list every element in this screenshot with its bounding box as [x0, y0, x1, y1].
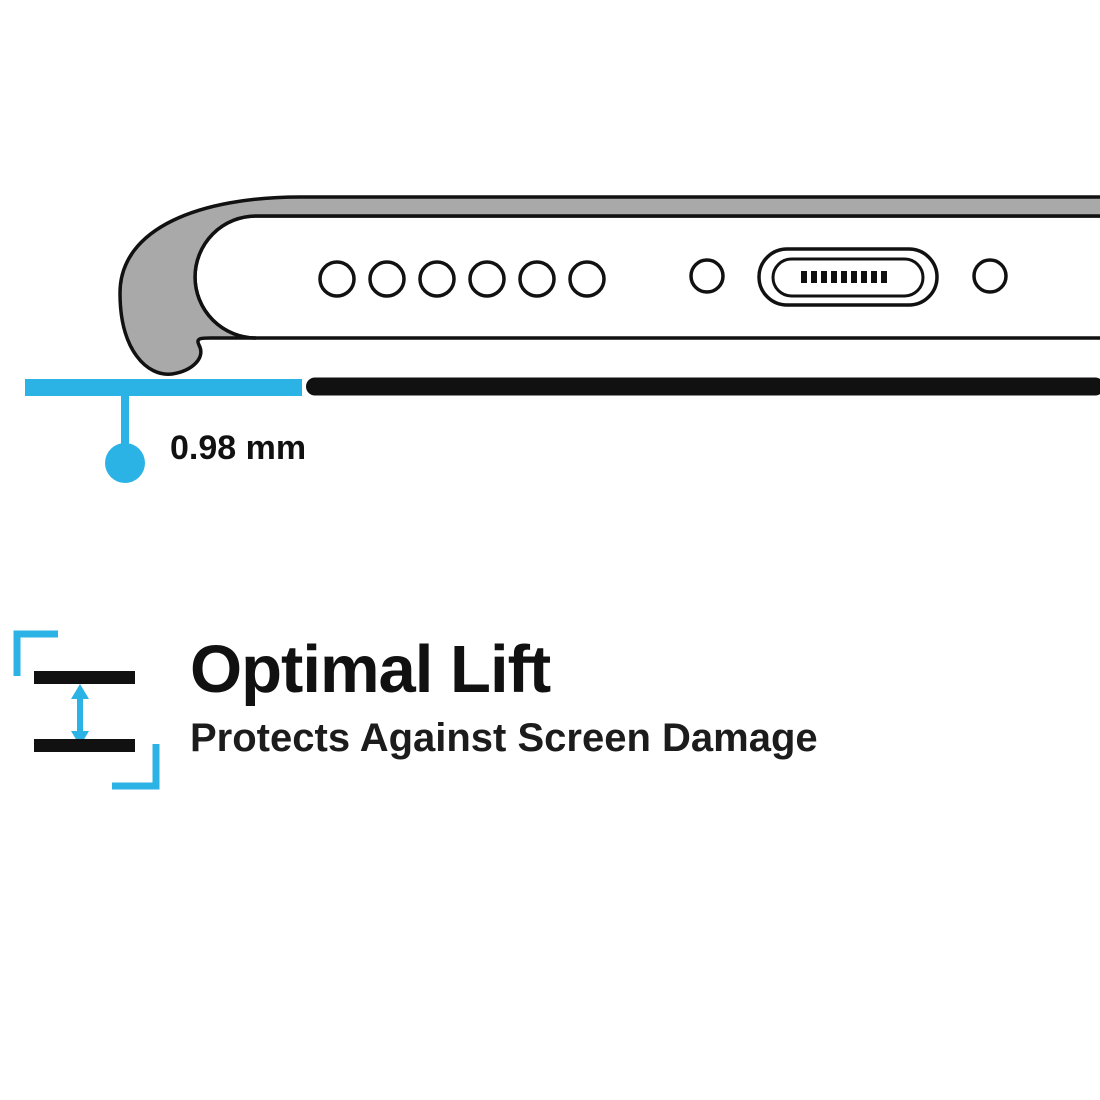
- feature-callout: Optimal Lift Protects Against Screen Dam…: [0, 626, 1100, 796]
- case-lip: [118, 195, 1100, 376]
- feature-subtitle: Protects Against Screen Damage: [190, 716, 818, 760]
- lift-gap-icon: [13, 630, 160, 790]
- charging-port: [757, 247, 939, 307]
- bracket-bottom-right-icon: [112, 744, 160, 790]
- upper-bar-icon: [34, 671, 135, 684]
- measurement-dot-icon: [105, 443, 145, 483]
- speaker-hole-icon: [568, 260, 606, 298]
- lift-measurement-label: 0.98 mm: [170, 429, 306, 467]
- speaker-hole-icon: [518, 260, 556, 298]
- surface-bar: [306, 377, 1100, 396]
- speaker-holes: [318, 260, 606, 298]
- speaker-hole-icon: [368, 260, 406, 298]
- speaker-hole-icon: [318, 260, 356, 298]
- feature-title: Optimal Lift: [190, 632, 551, 707]
- speaker-hole-icon: [468, 260, 506, 298]
- port-inner: [771, 257, 925, 298]
- port-pins: [801, 271, 887, 283]
- feature-text-block: Optimal Lift Protects Against Screen Dam…: [190, 626, 818, 758]
- mic-hole-icon: [689, 258, 725, 294]
- lift-gap-bar: [25, 379, 302, 396]
- lower-bar-icon: [34, 739, 135, 752]
- gap-arrow-heads-icon: [71, 684, 89, 746]
- speaker-hole-icon: [418, 260, 456, 298]
- mic-hole-icon: [972, 258, 1008, 294]
- measurement-pointer-line: [121, 396, 129, 446]
- phone-case-illustration: 0.98 mm: [25, 195, 1100, 483]
- bracket-top-left-icon: [13, 630, 58, 676]
